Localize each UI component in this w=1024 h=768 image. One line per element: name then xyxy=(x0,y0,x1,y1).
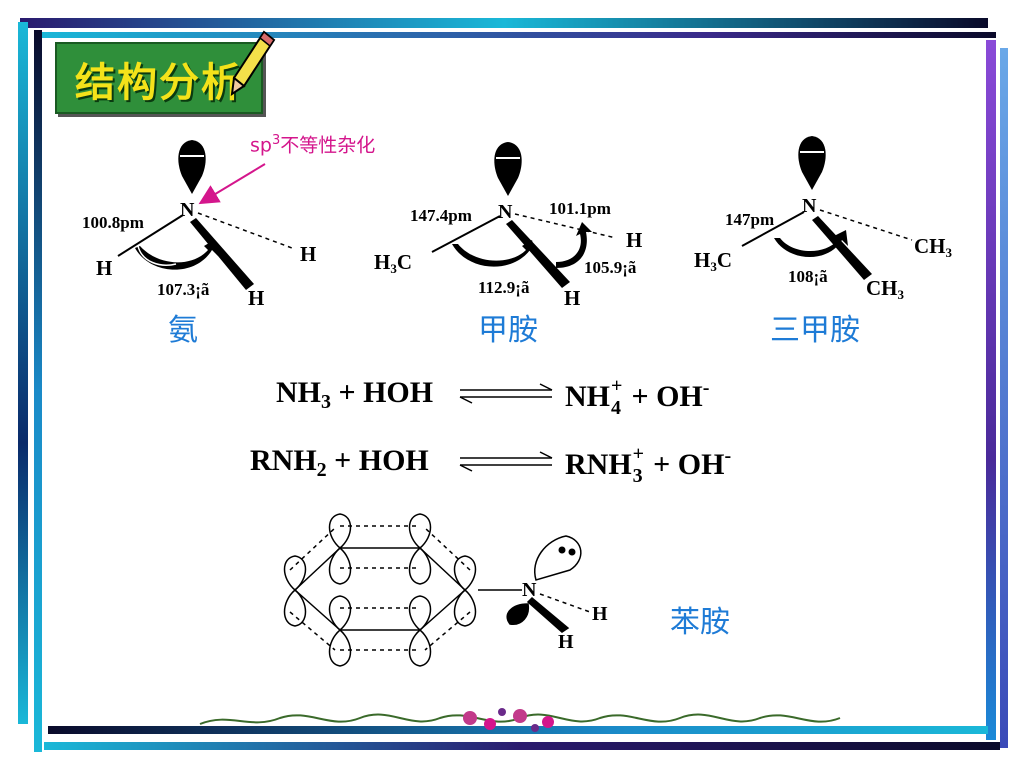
equilibrium-arrow-1 xyxy=(459,383,553,404)
ammonia-name: 氨 xyxy=(168,313,198,348)
trimethylamine-c3-text: CH xyxy=(866,276,898,300)
ammonia-atom-h2: H xyxy=(300,242,317,266)
eq1-plus-oh: + OH xyxy=(624,380,703,413)
ammonia-bond-length: 100.8pm xyxy=(82,213,144,232)
trimethylamine-atom-n: N xyxy=(802,195,817,217)
eq2-reactant-sub: 2 xyxy=(316,459,327,481)
frame-left-bar xyxy=(18,22,28,724)
trimethylamine-bond-cn: 147pm xyxy=(725,210,775,229)
frame-top-bar-2 xyxy=(36,32,996,38)
methylamine-atom-c: H3C xyxy=(374,250,413,276)
eq1-reactant: NH xyxy=(276,376,321,409)
trimethylamine-atom-c1: H3C xyxy=(694,248,733,274)
trimethylamine-c3-sub: 3 xyxy=(897,287,905,302)
frame-top-bar xyxy=(20,18,988,28)
equation-1-left: NH3 + HOH xyxy=(276,376,434,413)
eq1-reactant-sub: 3 xyxy=(321,391,331,413)
aniline-orbital-diagram xyxy=(283,513,591,667)
frame-left-bar-2 xyxy=(34,30,42,752)
ammonia-bonds xyxy=(117,212,293,290)
eq2-reactant: RNH xyxy=(250,444,317,477)
eq1-product-charge: +4 xyxy=(610,376,624,418)
methylamine-angle-cnh: 112.9¡ã xyxy=(478,278,530,297)
trimethylamine-atom-c2: CH3 xyxy=(914,234,953,260)
eq2-plus-oh: + OH xyxy=(645,448,725,481)
trimethylamine-c2-text: CH xyxy=(914,234,946,258)
eq1-product-sub: 4 xyxy=(611,397,621,419)
methylamine-lone-pair xyxy=(494,142,522,196)
ammonia-angle: 107.3¡ã xyxy=(157,280,210,299)
equation-1-right: NH+4 + OH- xyxy=(565,376,710,418)
hybrid-note-sup: 3 xyxy=(271,133,281,148)
eq1-product: NH xyxy=(565,380,610,413)
eq1-oh-sup: - xyxy=(702,377,710,399)
hybrid-note-rest: 不等性杂化 xyxy=(280,134,376,157)
eq1-plus-hoh: + HOH xyxy=(331,376,434,409)
ammonia-atom-h1: H xyxy=(96,256,113,280)
frame-bottom-bar-2 xyxy=(44,742,1000,750)
page-title: 结构分析 xyxy=(75,60,243,106)
methylamine-angle-hnh: 105.9¡ã xyxy=(584,258,637,277)
trimethylamine-lone-pair xyxy=(798,136,826,190)
frame-right-bar-2 xyxy=(1000,48,1008,748)
aniline-lone-pair-dots xyxy=(558,546,576,556)
frame-right-bar xyxy=(986,40,996,740)
ammonia-atom-n: N xyxy=(180,199,195,221)
trimethylamine-angle: 108¡ã xyxy=(788,267,828,286)
methylamine-bonds xyxy=(431,213,617,288)
eq2-oh-sup: - xyxy=(724,445,732,467)
trimethylamine-c2-sub: 3 xyxy=(945,245,953,260)
decorative-flowers xyxy=(463,708,554,732)
methylamine-atom-h1: H xyxy=(626,228,643,252)
ammonia-lone-pair xyxy=(178,140,206,194)
methylamine-name: 甲胺 xyxy=(478,313,538,348)
frame-bottom-bar xyxy=(48,726,988,734)
trimethylamine-name: 三甲胺 xyxy=(770,313,860,348)
aniline-atom-n: N xyxy=(522,579,537,601)
methylamine-atom-h2: H xyxy=(564,286,581,310)
aniline-atom-h1: H xyxy=(592,603,608,625)
methylamine-angle-arcs xyxy=(452,222,592,268)
trimethylamine-c1-h: H xyxy=(694,248,711,272)
equilibrium-arrow-2 xyxy=(459,451,553,472)
ammonia-atom-h3: H xyxy=(248,286,265,310)
eq1-product-sup: + xyxy=(611,375,623,397)
trimethylamine-bonds xyxy=(741,209,913,280)
hybrid-note-base: sp xyxy=(250,134,272,157)
trimethylamine-atom-c3: CH3 xyxy=(866,276,905,302)
eq2-product: RNH xyxy=(565,448,632,481)
methylamine-atom-n: N xyxy=(498,201,513,223)
trimethylamine-angle-arc xyxy=(774,230,848,258)
pencil-icon xyxy=(230,30,276,97)
equation-2-left: RNH2 + HOH xyxy=(250,444,429,481)
trimethylamine-c1-tail: C xyxy=(716,248,733,272)
eq2-product-sub: 3 xyxy=(632,465,643,487)
eq2-product-sup: + xyxy=(632,443,645,465)
eq2-product-charge: +3 xyxy=(632,444,646,486)
title-box: 结构分析 xyxy=(55,42,263,114)
methylamine-c-sub: 3 xyxy=(390,261,397,276)
hybrid-note: sp3不等性杂化 xyxy=(250,134,375,155)
methylamine-c-tail: C xyxy=(396,250,413,274)
hybrid-note-arrow xyxy=(198,163,266,205)
aniline-atom-h2: H xyxy=(558,631,574,653)
methylamine-c-h: H xyxy=(374,250,391,274)
methylamine-bond-cn: 147.4pm xyxy=(410,206,472,225)
ammonia-angle-arc xyxy=(135,240,218,270)
equation-2-right: RNH+3 + OH- xyxy=(565,444,732,486)
eq2-plus-hoh: + HOH xyxy=(326,444,429,477)
aniline-name: 苯胺 xyxy=(670,605,730,640)
trimethylamine-c1-sub: 3 xyxy=(710,259,717,274)
methylamine-bond-nh: 101.1pm xyxy=(549,199,611,218)
